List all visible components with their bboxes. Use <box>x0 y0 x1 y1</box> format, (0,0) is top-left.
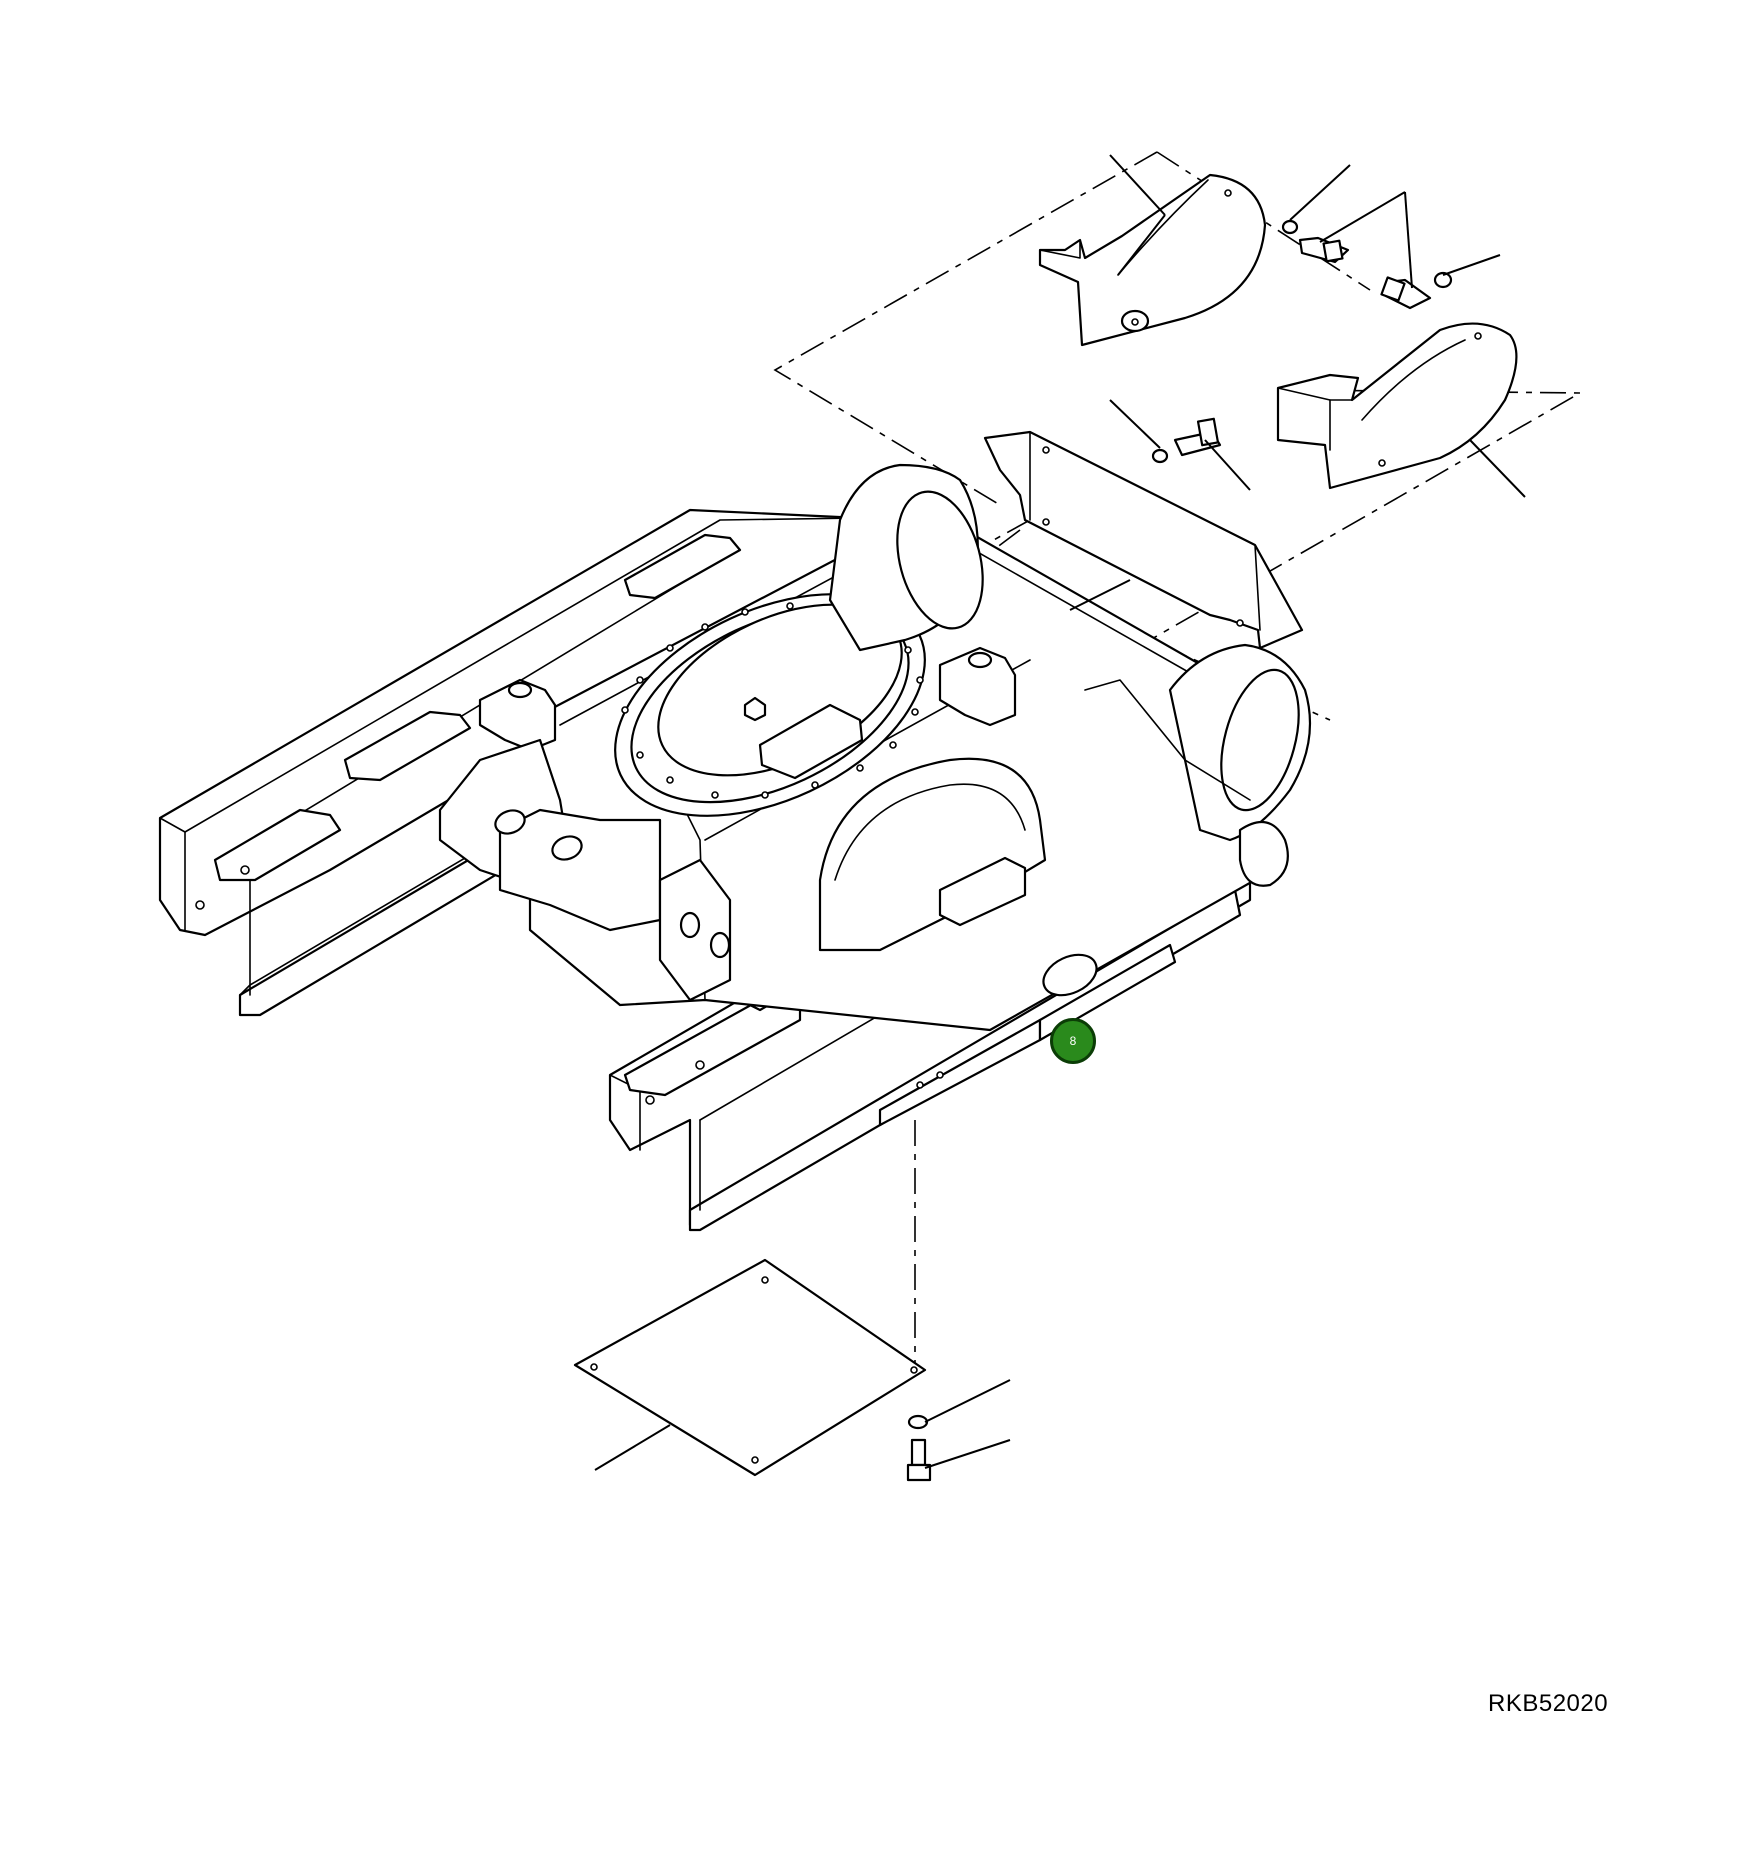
callout-badge-8[interactable]: 8 <box>1050 1018 1096 1064</box>
track-frame-main <box>158 463 1312 1232</box>
bolt-washer-group-upper <box>1151 219 1453 464</box>
cover-plate-lower <box>1276 322 1518 490</box>
drawing-id-label: RKB52020 <box>1488 1690 1609 1717</box>
under-cover-plate <box>573 1258 932 1482</box>
callout-leader-lines <box>594 154 1526 1471</box>
long-bracket-plate <box>983 430 1304 650</box>
